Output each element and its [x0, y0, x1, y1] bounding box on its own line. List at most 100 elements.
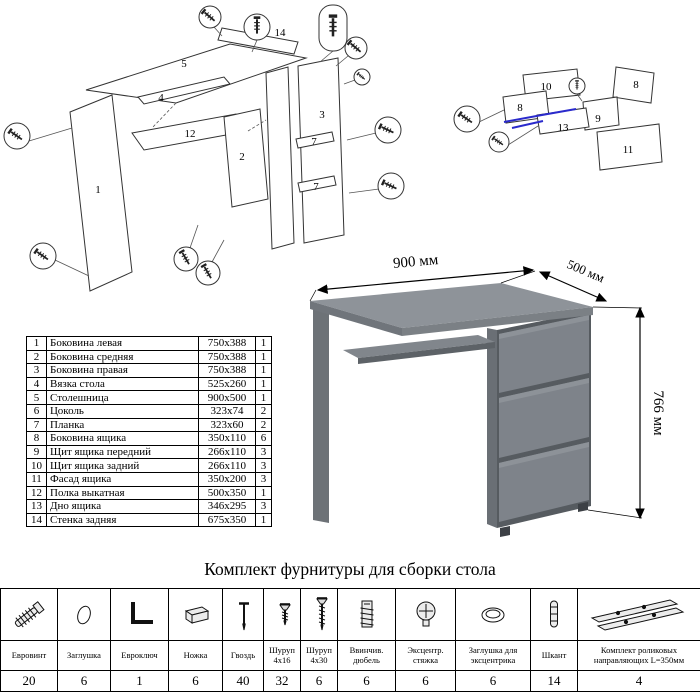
hardware-qty: 6	[395, 670, 456, 692]
part-label: 3	[319, 109, 325, 121]
hardware-name: Ножка	[168, 640, 223, 671]
desk-dimension-drawing: 900 мм 500 мм 766 мм	[309, 252, 666, 537]
hardware-name: Ввинчив. дюбель	[337, 640, 396, 671]
left-side-panel	[313, 308, 329, 523]
part-name: Щит ящика задний	[46, 458, 199, 473]
part-number: 13	[26, 499, 47, 514]
hardware-name: Шуруп 4x16	[263, 640, 301, 671]
hardware-qty: 14	[530, 670, 578, 692]
desk-foot	[500, 526, 510, 537]
part-number: 1	[26, 336, 47, 351]
part-label: 4	[158, 92, 164, 104]
width-dimension-line	[316, 266, 535, 294]
part-size: 323x74	[198, 403, 256, 419]
part-label: 9	[595, 113, 601, 125]
drawer-front-1	[499, 315, 589, 393]
part-label: 12	[185, 128, 196, 140]
part-name: Боковина левая	[46, 336, 199, 351]
hardware-name: Заглушка для эксцентрика	[455, 640, 531, 671]
hardware-icon-row	[0, 588, 700, 641]
hardware-qty: 20	[0, 670, 58, 692]
part-qty: 6	[255, 431, 272, 446]
part-label: 2	[239, 151, 245, 163]
wood-dowel-icon	[530, 588, 578, 641]
part-size: 525x260	[198, 376, 256, 392]
part-label: 5	[181, 58, 187, 70]
part-qty: 1	[255, 485, 272, 501]
part-size: 350x200	[198, 471, 256, 487]
part-name: Столешница	[46, 390, 199, 405]
hardware-qty: 6	[455, 670, 531, 692]
roller-guides-icon	[577, 588, 700, 641]
cam-cap-icon	[455, 588, 531, 641]
part-number: 12	[26, 485, 47, 501]
part-label: 13	[558, 122, 570, 134]
depth-dimension-label: 500 мм	[565, 256, 607, 285]
depth-dimension-line	[538, 271, 608, 302]
hardware-name-row: Евровинт Заглушка Евроключ Ножка Гвоздь …	[0, 640, 700, 671]
desk-foot	[578, 502, 588, 512]
part-number: 3	[26, 363, 47, 378]
hardware-qty: 6	[337, 670, 396, 692]
screw-dowel-icon	[337, 588, 396, 641]
desktop-surface	[310, 283, 593, 328]
part-size: 266x110	[198, 444, 256, 460]
part-name: Фасад ящика	[46, 471, 199, 487]
part-number: 6	[26, 403, 47, 419]
hardware-name: Евроключ	[110, 640, 169, 671]
hardware-qty: 32	[263, 670, 301, 692]
part-label: 14	[275, 27, 287, 39]
euro-screw-icon	[0, 588, 58, 641]
hardware-name: Гвоздь	[222, 640, 264, 671]
part-number: 2	[26, 349, 47, 365]
part-number: 7	[26, 417, 47, 433]
part-qty: 1	[255, 349, 272, 365]
hardware-qty: 6	[168, 670, 223, 692]
hardware-qty: 4	[577, 670, 700, 692]
screw-short-icon	[263, 588, 301, 641]
width-dimension-label: 900 мм	[392, 252, 439, 272]
part-name: Вязка стола	[46, 376, 199, 392]
part-label: 11	[623, 144, 634, 156]
part-label: 7	[311, 136, 317, 148]
height-dimension-label: 766 мм	[650, 390, 666, 436]
part-size: 266x110	[198, 458, 256, 473]
hardware-name: Заглушка	[57, 640, 111, 671]
part-name: Боковина ящика	[46, 431, 199, 446]
hardware-kit-title: Комплект фурнитуры для сборки стола	[204, 559, 496, 579]
part-size: 750x388	[198, 336, 256, 351]
screw-long-icon	[300, 588, 338, 641]
part-name: Боковина правая	[46, 363, 199, 378]
part-size: 750x388	[198, 363, 256, 378]
hardware-name: Комплект роликовых направляющих L=350мм	[577, 640, 700, 671]
part-qty: 3	[255, 444, 272, 460]
part-number: 4	[26, 376, 47, 392]
part-name: Планка	[46, 417, 199, 433]
hardware-qty: 40	[222, 670, 264, 692]
part-name: Цоколь	[46, 403, 199, 419]
part-qty: 3	[255, 471, 272, 487]
part-qty: 3	[255, 499, 272, 514]
hardware-table: Евровинт Заглушка Евроключ Ножка Гвоздь …	[0, 588, 700, 692]
part-qty: 1	[255, 390, 272, 405]
part-qty: 1	[255, 363, 272, 378]
part-size: 750x388	[198, 349, 256, 365]
hardware-qty-row: 20 6 1 6 40 32 6 6 6 6 14 4	[0, 670, 700, 692]
exploded-view-drawer: 10 8 8 9 13 11	[453, 66, 663, 171]
hardware-name: Шкант	[530, 640, 578, 671]
hardware-name: Евровинт	[0, 640, 58, 671]
hardware-qty: 1	[110, 670, 169, 692]
part-qty: 2	[255, 417, 272, 433]
